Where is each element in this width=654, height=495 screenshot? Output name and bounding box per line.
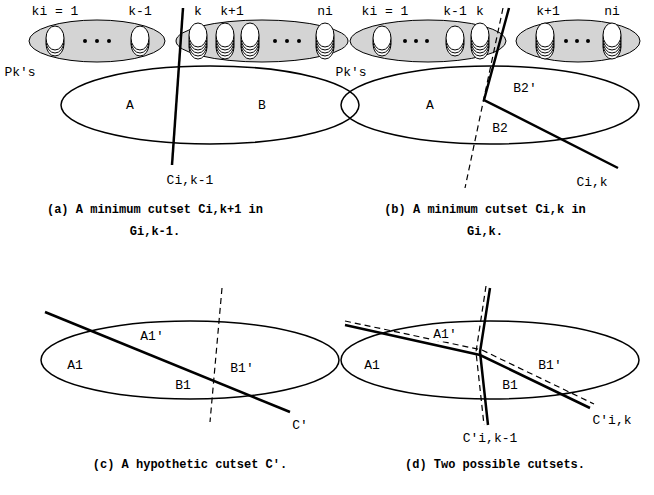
region-label: A1' <box>431 327 458 342</box>
cut-region-ellipse: A1 A1' B1' B1 <box>40 320 340 400</box>
index-label: ki = 1 <box>30 4 81 19</box>
caption: (b) A minimum cutset Ci,k in Gi,k. <box>368 199 602 243</box>
cutset-label: C'i,k <box>590 413 633 428</box>
caption: (a) A minimum cutset Ci,k+1 in Gi,k-1. <box>38 199 272 243</box>
region-label: B2' <box>511 81 538 96</box>
region-label: A1 <box>362 358 382 373</box>
group-label: Pk's <box>333 65 368 80</box>
index-label: k-1 <box>441 4 468 19</box>
region-label: A <box>424 98 436 113</box>
region-label: B <box>256 98 268 113</box>
region-label: A1' <box>138 329 165 344</box>
index-label: k+1 <box>218 4 245 19</box>
ellipse-outline <box>340 320 640 400</box>
cut-region-ellipse: A1 A1' B1' B1 <box>340 320 640 400</box>
index-label: k+1 <box>534 4 561 19</box>
cutset-label: Ci,k-1 <box>165 173 216 188</box>
index-label: ni <box>602 4 622 19</box>
group-label: Pk's <box>2 65 37 80</box>
region-label: B1' <box>536 358 563 373</box>
region-label: B1' <box>228 361 255 376</box>
cutset-label: C'i,k-1 <box>461 431 520 446</box>
cut-region-ellipse: AB <box>60 65 360 145</box>
caption: (c) A hypothetic cutset C'. <box>91 454 289 476</box>
index-label: ni <box>315 4 335 19</box>
region-label: B1 <box>173 378 193 393</box>
index-label: k-1 <box>126 4 153 19</box>
region-label: B2 <box>490 121 510 136</box>
region-label: A1 <box>65 358 85 373</box>
index-label: ki = 1 <box>360 4 411 19</box>
index-label: k <box>192 4 204 19</box>
region-label: A <box>124 98 136 113</box>
processor-group <box>29 20 348 62</box>
cutset-label: C' <box>290 418 310 433</box>
cut-region-ellipse: A B2' B2 <box>340 65 640 145</box>
caption: (d) Two possible cutsets. <box>403 454 587 476</box>
region-label: B1 <box>500 378 520 393</box>
ellipse-outline <box>60 65 360 145</box>
index-label: k <box>474 4 486 19</box>
cutset-label: Ci,k <box>574 175 609 190</box>
